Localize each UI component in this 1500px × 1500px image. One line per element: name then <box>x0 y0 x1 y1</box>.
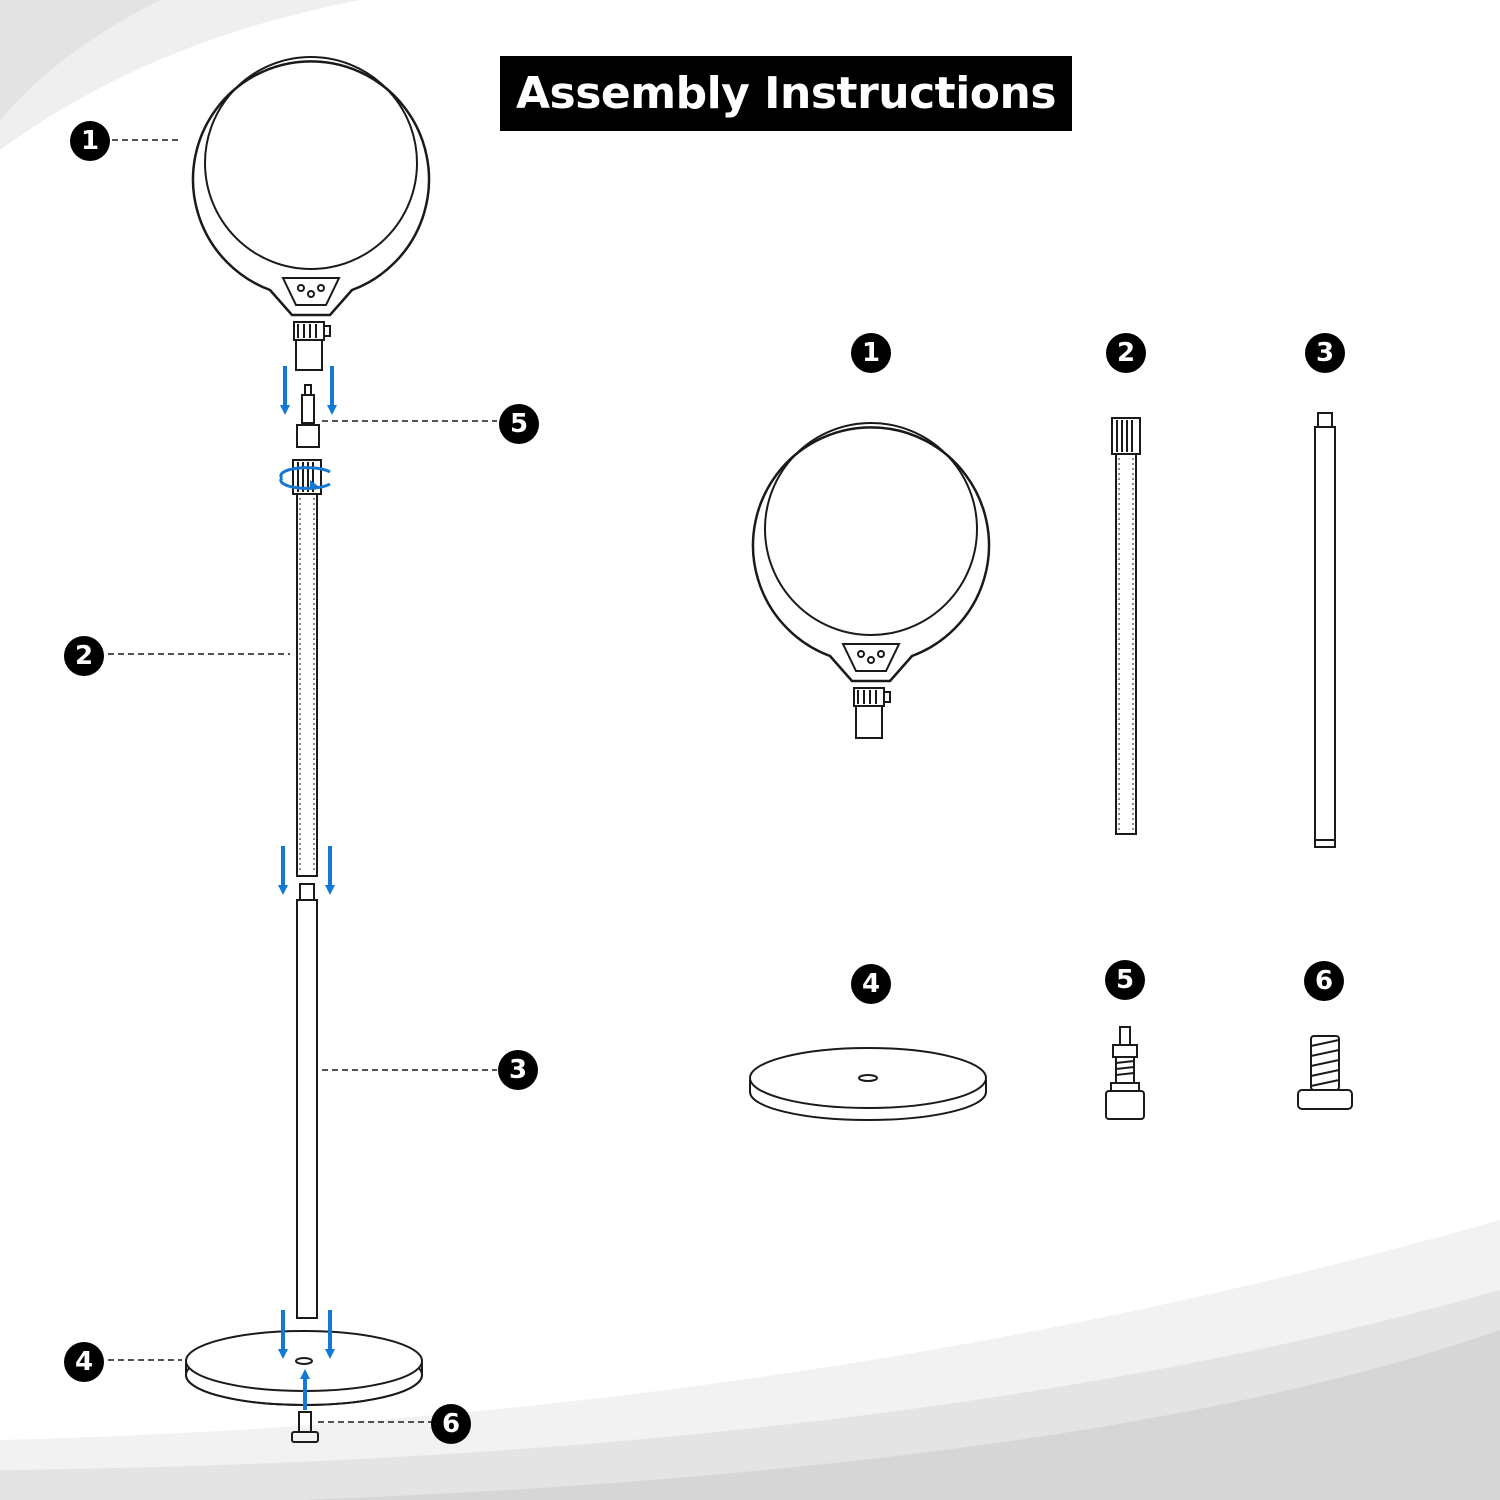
part-label-3: 3 <box>1305 333 1345 373</box>
callout-badge-3: 3 <box>498 1050 538 1090</box>
part-lower-pole <box>1314 412 1336 848</box>
part-label-5: 5 <box>1105 960 1145 1000</box>
part-label-6: 6 <box>1304 961 1344 1001</box>
upper-pole-assembled <box>292 459 322 877</box>
part-ring-light <box>751 422 991 739</box>
part-upper-pole <box>1111 417 1141 835</box>
leader-lines <box>108 139 497 1423</box>
page-title: Assembly Instructions <box>500 56 1072 131</box>
part-label-4: 4 <box>851 964 891 1004</box>
callout-badge-4: 4 <box>64 1342 104 1382</box>
callout-badge-2: 2 <box>64 636 104 676</box>
part-base-screw <box>1297 1035 1353 1110</box>
part-label-2: 2 <box>1106 333 1146 373</box>
callout-badge-1: 1 <box>70 121 110 161</box>
assembly-arrows <box>278 366 337 1410</box>
callout-badge-6: 6 <box>431 1404 471 1444</box>
ring-light-assembled <box>191 56 431 371</box>
rotate-arrow-icon <box>279 476 331 490</box>
part-adapter-screw <box>1105 1026 1145 1120</box>
base-screw-assembled <box>291 1411 319 1443</box>
lower-pole-assembled <box>296 883 318 1319</box>
part-base <box>749 1047 987 1121</box>
callout-badge-5: 5 <box>499 404 539 444</box>
adapter-screw-assembled <box>296 384 320 448</box>
part-label-1: 1 <box>851 333 891 373</box>
